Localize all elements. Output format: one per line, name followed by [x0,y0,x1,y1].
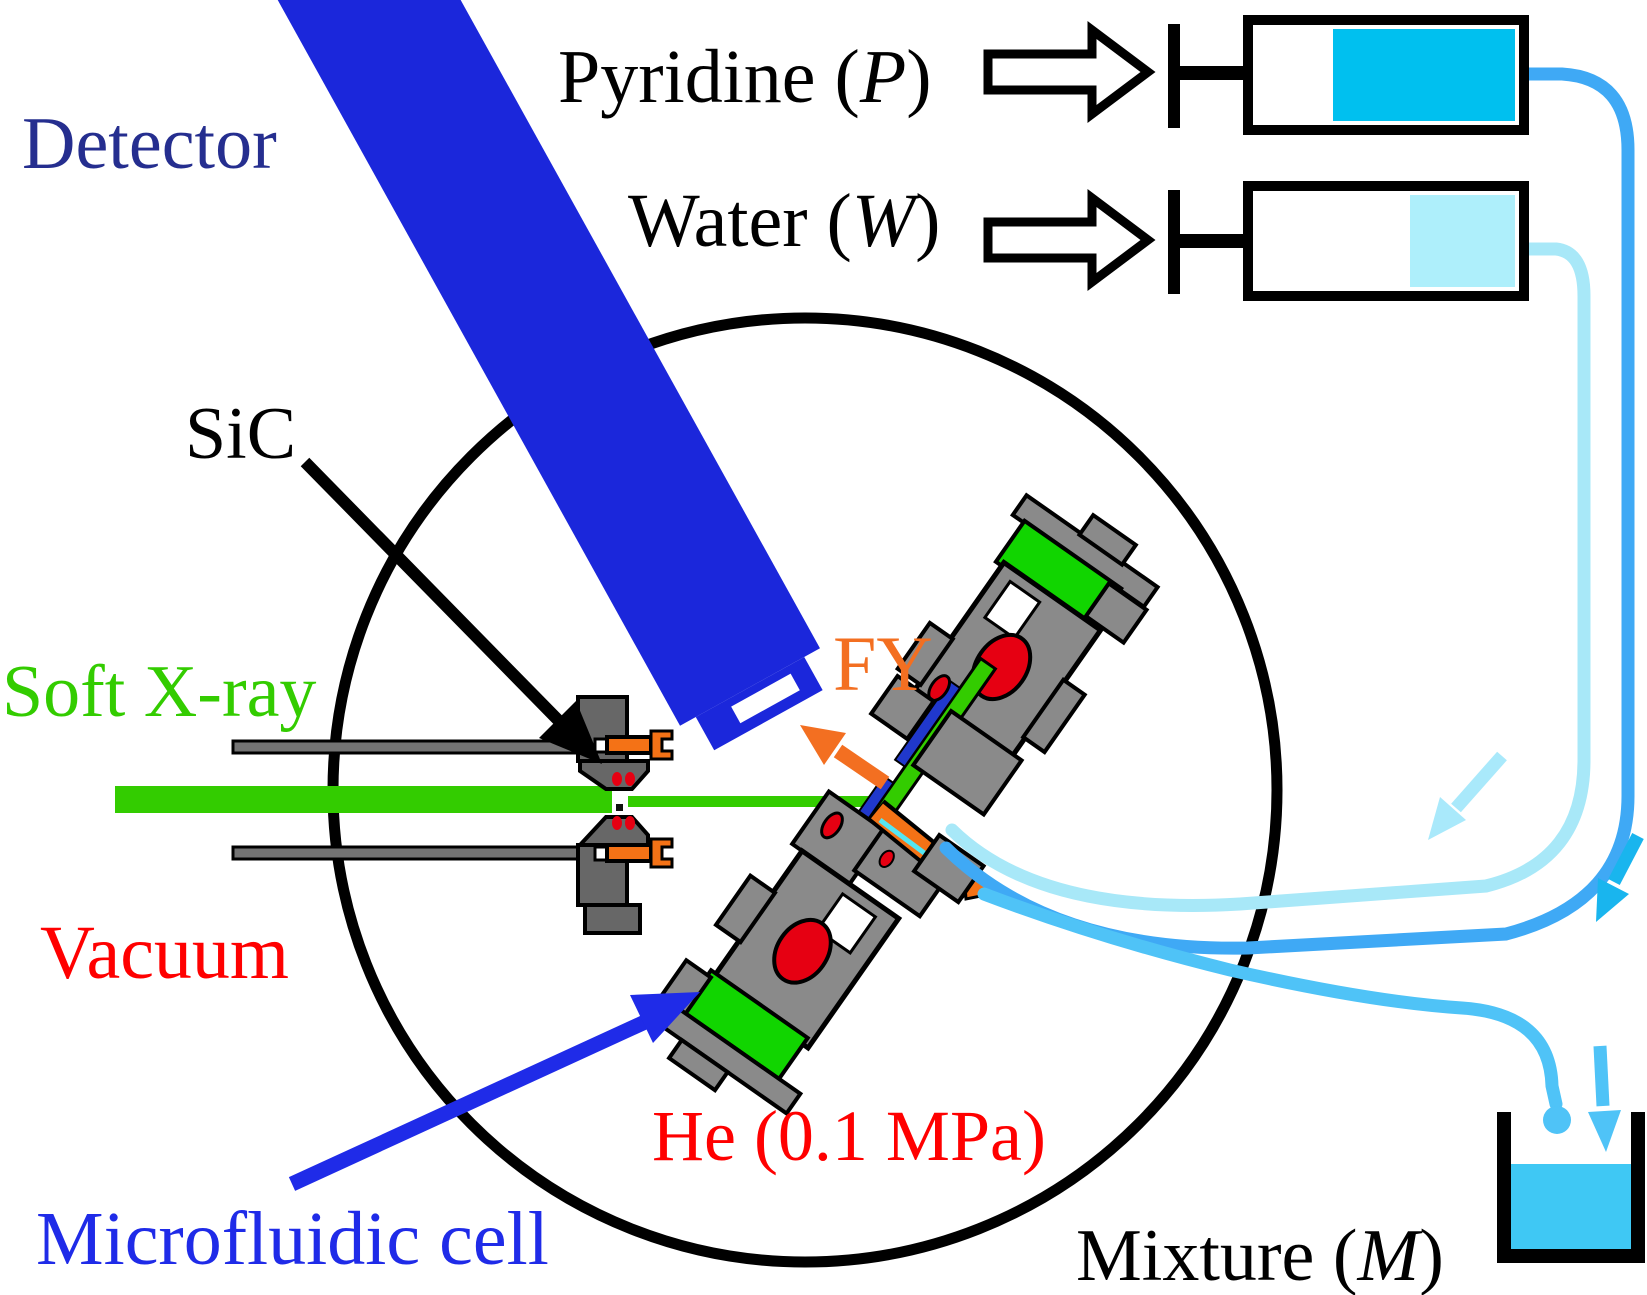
water-tube [945,242,1591,912]
mixture-label: Mixture (M) [1076,1215,1444,1295]
oring-dot [625,816,635,830]
soft-xray-beam [115,784,890,813]
mixture-label-pre: Mixture ( [1076,1215,1358,1295]
plunger-rod [1180,234,1248,248]
cell-notch [982,579,1042,641]
cell-nose [868,673,937,742]
cell-collar-upper [910,708,1025,818]
holder-rod-bottom [231,845,582,861]
water-label-pre: Water ( [628,179,852,263]
water-label: Water (W) [628,179,940,263]
labels: Detector Pyridine (P) Water (W) SiC Soft… [2,35,1444,1295]
cell-pointer-line [288,1015,649,1191]
channel-nut [911,832,987,905]
mixture-flow-arrowhead-icon [1588,1110,1621,1152]
detector-body [153,0,820,726]
sic-pointer-arrowhead-icon [539,701,602,764]
water-label-symbol: W [852,179,922,263]
flow-arrow-icon [983,189,1156,291]
fy-arrowhead-icon [800,725,846,765]
screw-shaft [605,735,653,755]
holder-foot [583,903,642,935]
mixture-label-symbol: M [1357,1215,1424,1295]
holder-rod-top [231,739,582,755]
pyridine-label-pre: Pyridine ( [558,35,860,119]
cell-pointer-arrowhead-icon [630,992,700,1043]
detector-label: Detector [22,103,277,185]
cell-oring-bottom [772,917,833,985]
water-flow-arrow-icon [1451,751,1507,813]
mixture-beaker [1497,1112,1645,1263]
pyridine-label: Pyridine (P) [558,35,932,119]
cell-oring-tiny [878,849,895,868]
cell-top-step [1076,512,1139,568]
pyridine-liquid [1333,29,1515,121]
beaker-walls [1497,1112,1645,1263]
plunger-handle [1168,24,1180,128]
cell-tab [1020,677,1088,755]
water-liquid [1410,195,1515,287]
detector-window-slot [731,673,800,724]
pyridine-label-symbol: P [859,35,906,119]
cell-top-side [1083,580,1150,646]
droplet-icon [1543,1106,1571,1134]
screw-head [649,837,674,869]
water-flow-arrowhead-icon [1428,797,1466,840]
xray-beam-thin [628,796,890,807]
cell-bottom-step [666,1037,731,1093]
plunger-rod [1180,66,1248,80]
fy-label: FY [833,620,933,707]
holder-screw-top [593,729,674,761]
mixture-liquid [1510,1164,1632,1250]
soft-xray-label: Soft X-ray [2,651,316,733]
sic-label: SiC [185,393,296,475]
sic-membrane-bottom-mark [616,804,623,811]
sic-pointer-line [300,457,563,725]
water-label-post: ) [915,179,940,263]
plunger-handle [1168,190,1180,294]
cell-outlet-channel [867,799,1000,905]
microfluidic-cell-label: Microfluidic cell [36,1197,549,1281]
detector-assembly [153,0,823,751]
screw-head [649,729,674,761]
pointer-arrows [288,457,890,1191]
mixture-tube [977,887,1563,1111]
xray-beam-thick [115,786,612,813]
screw-shaft [605,843,653,863]
pyridine-flow-arrow-icon [1608,832,1644,886]
mixture-label-post: ) [1419,1215,1444,1295]
pyridine-flow-arrowhead-icon [1596,878,1629,922]
oring-dot [612,816,622,830]
oring-dot [612,772,622,786]
pyridine-label-post: ) [906,35,931,119]
flow-arrow-icon [983,21,1156,123]
fluid-tubes [939,67,1635,1134]
flow-direction-arrows [1428,751,1644,1152]
cell-tab [713,872,778,945]
holder-screw-bottom [593,837,674,869]
cell-oring-small [820,811,844,840]
mixture-flow-arrow-icon [1593,1045,1610,1107]
water-syringe [983,181,1529,301]
vacuum-label: Vacuum [40,911,289,995]
fy-arrow-line [833,744,890,790]
oring-dot [625,772,635,786]
channel-nut-block [911,832,987,905]
pyridine-syringe [983,15,1529,135]
cell-tab [894,620,956,688]
he-pressure-label: He (0.1 MPa) [652,1096,1046,1176]
